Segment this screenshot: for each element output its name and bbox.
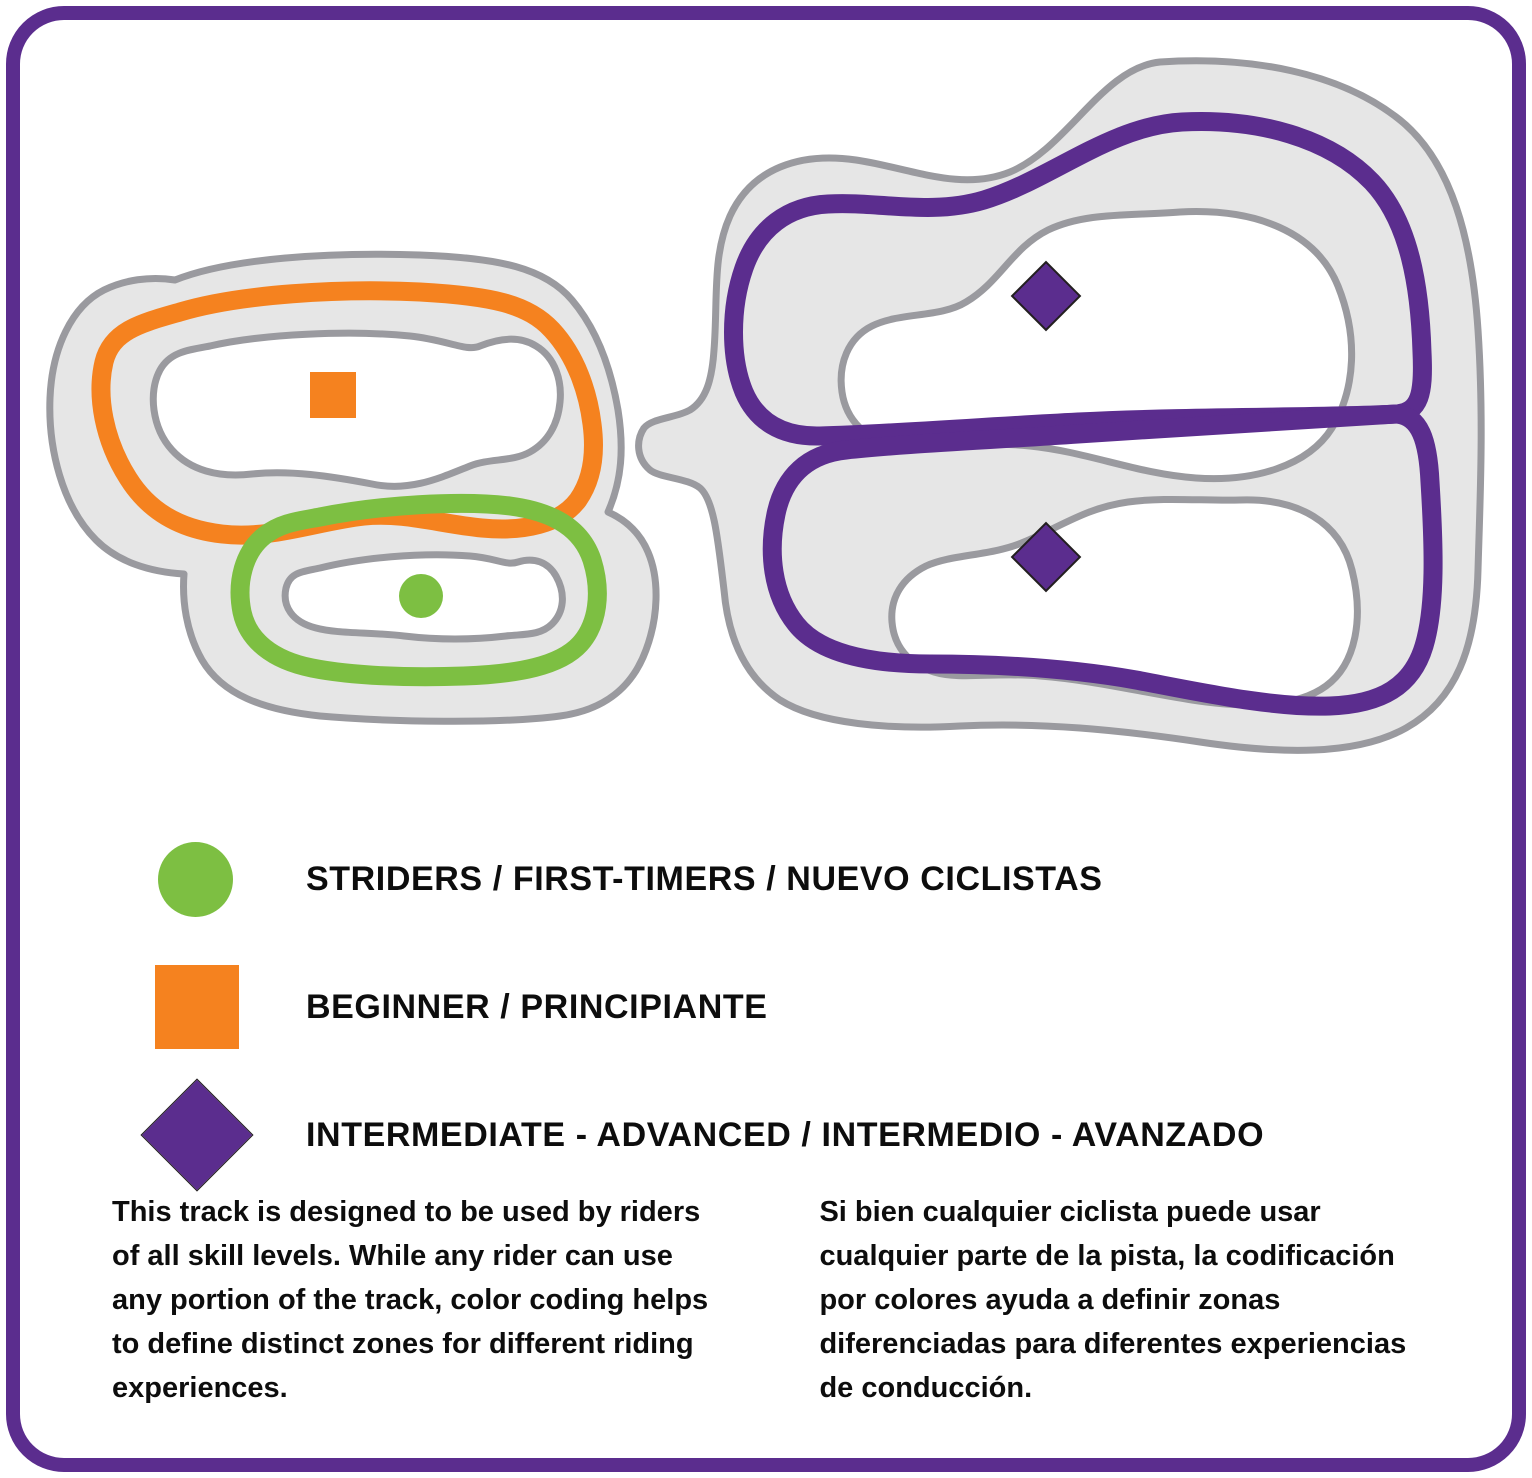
diamond-marker-icon — [140, 1078, 254, 1192]
legend-row-intermediate-advanced: INTERMEDIATE - ADVANCED / INTERMEDIO - A… — [140, 1071, 1400, 1199]
legend-marker-striders — [150, 841, 270, 917]
green-circle-marker — [399, 574, 443, 618]
track-map-svg — [46, 57, 1485, 754]
legend-marker-beginner — [150, 965, 270, 1049]
description-english: This track is designed to be used by rid… — [112, 1196, 709, 1405]
square-marker-icon — [155, 965, 239, 1049]
legend-row-striders: STRIDERS / FIRST-TIMERS / NUEVO CICLISTA… — [150, 815, 1400, 943]
purple-diamond-marker-lower — [1010, 521, 1082, 593]
description-block: This track is designed to be used by rid… — [112, 1190, 1432, 1410]
legend: STRIDERS / FIRST-TIMERS / NUEVO CICLISTA… — [140, 815, 1400, 1199]
asphalt-surface — [46, 57, 1485, 754]
circle-marker-icon — [158, 841, 233, 917]
legend-marker-intermediate-advanced — [140, 1078, 270, 1192]
orange-square-marker — [310, 372, 356, 418]
legend-label-beginner: BEGINNER / PRINCIPIANTE — [306, 987, 768, 1026]
legend-label-intermediate-advanced: INTERMEDIATE - ADVANCED / INTERMEDIO - A… — [306, 1115, 1265, 1154]
island-left-upper — [149, 329, 564, 490]
route-orange-beginner — [91, 281, 603, 545]
purple-diamond-marker-upper — [1010, 260, 1082, 332]
route-purple-advanced — [724, 112, 1443, 716]
legend-label-striders: STRIDERS / FIRST-TIMERS / NUEVO CICLISTA… — [306, 859, 1103, 898]
track-map — [46, 57, 1485, 754]
legend-row-beginner: BEGINNER / PRINCIPIANTE — [150, 943, 1400, 1071]
route-green-striders — [230, 493, 607, 687]
description-spanish: Si bien cualquier ciclista puede usar cu… — [819, 1196, 1407, 1405]
